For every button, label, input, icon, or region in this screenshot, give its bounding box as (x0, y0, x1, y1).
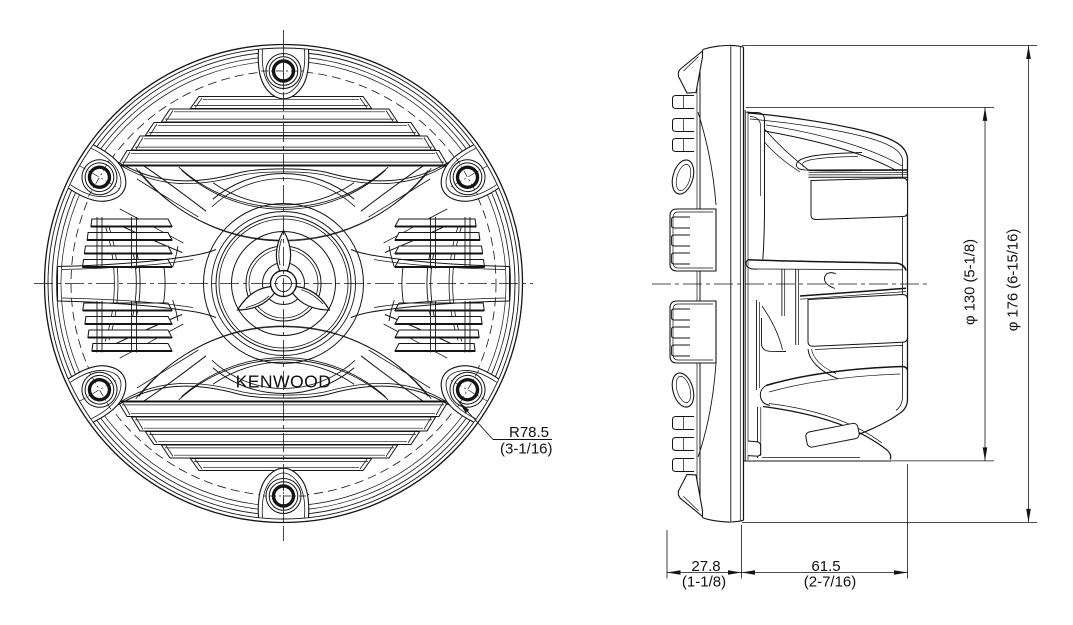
svg-text:(2-7/16): (2-7/16) (804, 574, 857, 591)
svg-text:φ 176 (6-15/16): φ 176 (6-15/16) (1006, 229, 1022, 332)
svg-text:R78.5: R78.5 (509, 424, 549, 441)
svg-text:KENWOOD: KENWOOD (236, 372, 332, 392)
svg-text:(3-1/16): (3-1/16) (500, 441, 553, 458)
svg-text:61.5: 61.5 (811, 558, 840, 575)
svg-text:(1-1/8): (1-1/8) (682, 574, 726, 591)
svg-text:φ 130 (5-1/8): φ 130 (5-1/8) (963, 239, 979, 325)
svg-text:27.8: 27.8 (691, 558, 720, 575)
